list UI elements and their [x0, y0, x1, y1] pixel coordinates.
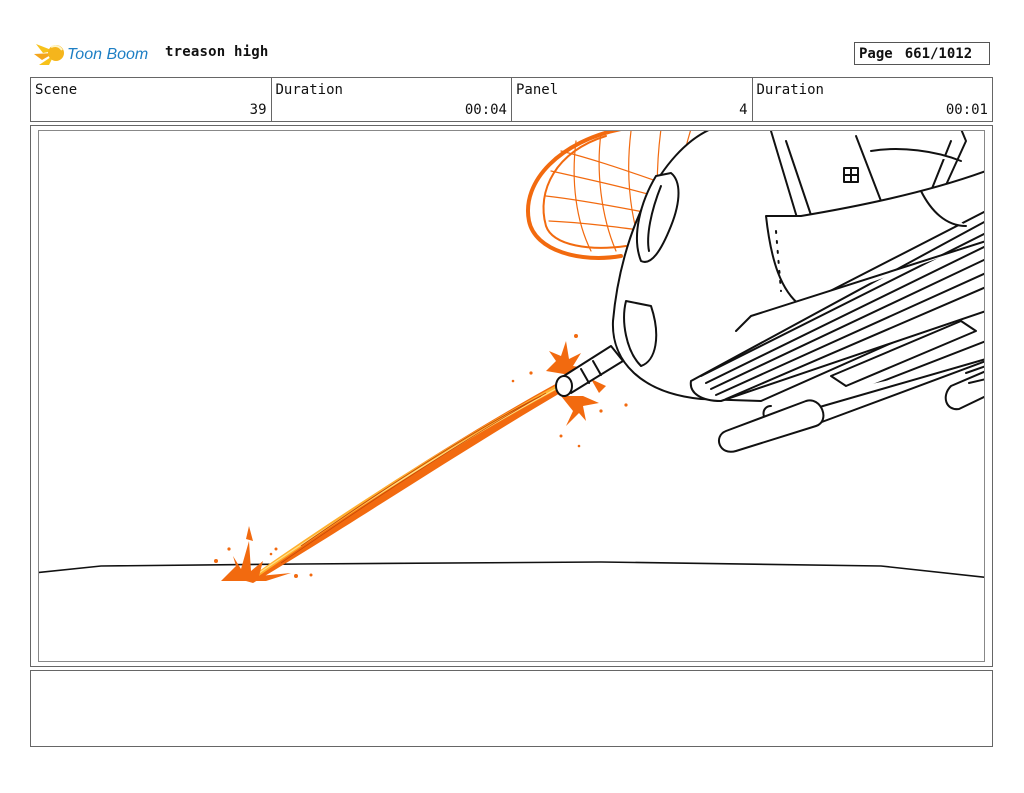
scene-duration-label: Duration	[275, 82, 343, 98]
panel-cell: Panel 4	[512, 78, 753, 121]
notes-box	[30, 670, 993, 747]
logo-burst-icon	[34, 44, 64, 65]
scene-value: 39	[249, 102, 267, 118]
horizon-line	[39, 561, 984, 579]
panel-label: Panel	[516, 82, 559, 98]
storyboard-panel	[38, 130, 985, 662]
scene-cell: Scene 39	[31, 78, 272, 121]
panel-duration-cell: Duration 00:01	[753, 78, 993, 121]
scene-label: Scene	[35, 82, 78, 98]
page-label: Page	[859, 45, 893, 62]
page-number: 661/1012	[904, 45, 973, 62]
logo-text: Toon Boom	[67, 46, 148, 63]
project-title: treason high	[165, 44, 269, 60]
panel-duration-value: 00:01	[945, 102, 988, 118]
spaceship	[555, 131, 984, 453]
page-indicator: Page 661/1012	[854, 42, 990, 65]
scene-duration-cell: Duration 00:04	[272, 78, 512, 121]
panel-duration-label: Duration	[756, 82, 824, 98]
panel-frame	[30, 125, 993, 667]
panel-value: 4	[739, 102, 748, 118]
laser-beam	[246, 381, 567, 583]
scene-duration-value: 00:04	[464, 102, 507, 118]
toon-boom-logo: Toon Boom	[34, 44, 148, 65]
info-bar: Scene 39 Duration 00:04 Panel 4 Duration…	[30, 77, 993, 122]
ground-impact	[214, 526, 313, 581]
panel-drawing	[39, 131, 984, 583]
